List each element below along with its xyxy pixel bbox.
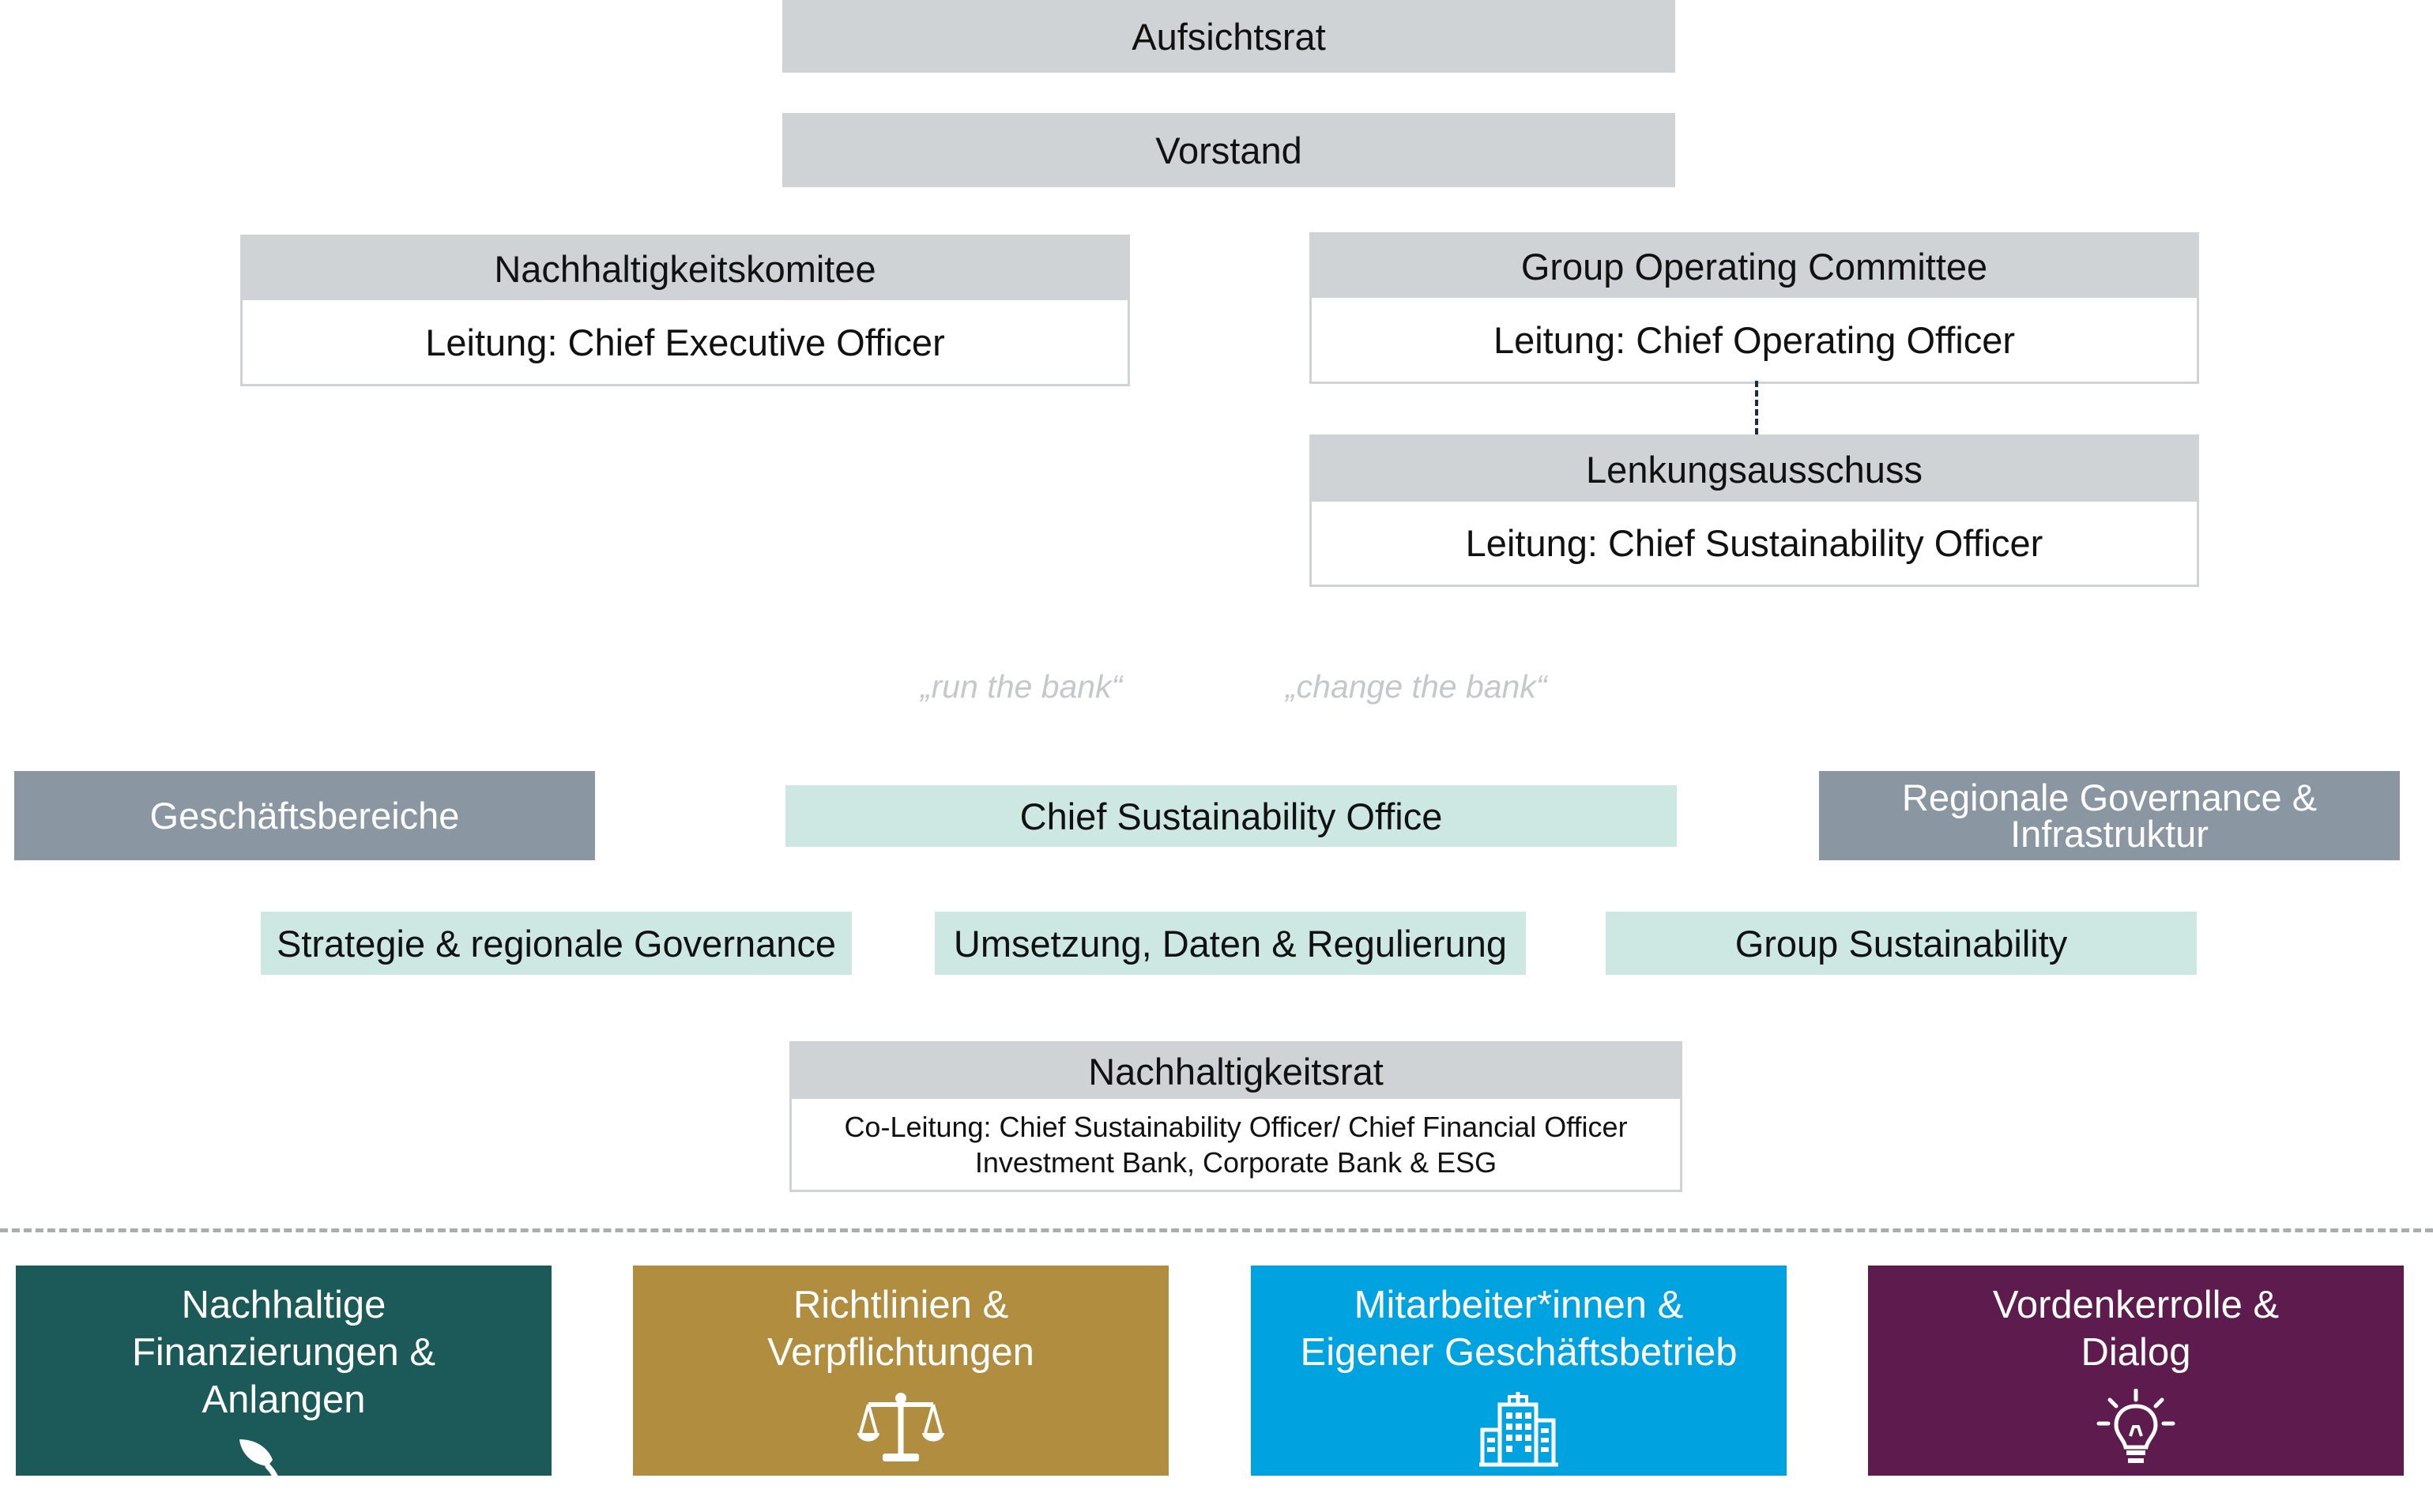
sustainability-council-lead: Co-Leitung: Chief Sustainability Officer… bbox=[792, 1099, 1680, 1190]
sustainability-council-title: Nachhaltigkeitsrat bbox=[792, 1044, 1680, 1099]
unit-group-sustainability-box: Group Sustainability bbox=[1606, 912, 2197, 975]
unit-implementation-label: Umsetzung, Daten & Regulierung bbox=[953, 922, 1508, 965]
management-label: Vorstand bbox=[1155, 129, 1302, 171]
sustainability-committee-lead: Leitung: Chief Executive Officer bbox=[425, 321, 945, 363]
building-icon bbox=[1479, 1392, 1558, 1467]
sustainability-committee-title: Nachhaltigkeitskomitee bbox=[243, 237, 1128, 300]
operating-committee-title: Group Operating Committee bbox=[1312, 235, 2197, 298]
pillar-sustainable-finance: Nachhaltige Finanzierungen & Anlangen bbox=[16, 1266, 552, 1512]
unit-implementation-box: Umsetzung, Daten & Regulierung bbox=[935, 912, 1526, 975]
sustainability-council-card: Nachhaltigkeitsrat Co-Leitung: Chief Sus… bbox=[789, 1041, 1682, 1192]
unit-strategy-box: Strategie & regionale Governance bbox=[261, 912, 852, 975]
pillar-policies-title: Richtlinien & Verpflichtungen bbox=[767, 1284, 1034, 1374]
pillar-policies: Richtlinien & Verpflichtungen bbox=[633, 1266, 1169, 1476]
unit-group-sustainability-label: Group Sustainability bbox=[1734, 922, 2068, 965]
board-box: Aufsichtsrat bbox=[782, 0, 1675, 73]
regional-governance-label: Regionale Governance & Infrastruktur bbox=[1901, 776, 2318, 855]
operating-committee-lead: Leitung: Chief Operating Officer bbox=[1493, 318, 2016, 361]
steering-committee-title: Lenkungsausschuss bbox=[1312, 437, 2197, 502]
business-divisions-box: Geschäftsbereiche bbox=[14, 771, 595, 860]
section-divider bbox=[0, 1228, 2433, 1232]
unit-strategy-label: Strategie & regionale Governance bbox=[276, 922, 837, 965]
management-box: Vorstand bbox=[782, 113, 1675, 187]
pillar-thought-leadership: Vordenkerrolle & Dialog bbox=[1868, 1266, 2404, 1476]
regional-governance-box: Regionale Governance & Infrastruktur bbox=[1819, 771, 2400, 860]
sustainability-council-lead-line1: Co-Leitung: Chief Sustainability Officer… bbox=[844, 1110, 1628, 1143]
pillar-employees: Mitarbeiter*innen & Eigener Geschäftsbet… bbox=[1251, 1266, 1787, 1476]
lightbulb-icon bbox=[2096, 1389, 2175, 1463]
steering-committee-lead: Leitung: Chief Sustainability Officer bbox=[1465, 522, 2043, 564]
sustainability-committee-card: Nachhaltigkeitskomitee Leitung: Chief Ex… bbox=[240, 235, 1130, 386]
pillar-employees-title: Mitarbeiter*innen & Eigener Geschäftsbet… bbox=[1300, 1284, 1738, 1374]
leaf-icon bbox=[239, 1439, 328, 1512]
pillar-sustainable-finance-title: Nachhaltige Finanzierungen & Anlangen bbox=[131, 1284, 436, 1421]
operating-committee-card: Group Operating Committee Leitung: Chief… bbox=[1309, 232, 2199, 384]
board-label: Aufsichtsrat bbox=[1132, 15, 1326, 58]
change-the-bank-label: „change the bank“ bbox=[1286, 668, 1547, 705]
run-the-bank-label: „run the bank“ bbox=[921, 668, 1123, 705]
scales-icon bbox=[857, 1393, 944, 1461]
steering-committee-card: Lenkungsausschuss Leitung: Chief Sustain… bbox=[1309, 434, 2199, 587]
business-divisions-label: Geschäftsbereiche bbox=[149, 794, 460, 837]
pillar-thought-leadership-title: Vordenkerrolle & Dialog bbox=[1992, 1284, 2280, 1374]
cso-office-box: Chief Sustainability Office bbox=[785, 785, 1677, 847]
cso-office-label: Chief Sustainability Office bbox=[1019, 795, 1443, 837]
sustainability-council-lead-line2: Investment Bank, Corporate Bank & ESG bbox=[974, 1145, 1497, 1179]
dashed-connector bbox=[1755, 381, 1758, 434]
